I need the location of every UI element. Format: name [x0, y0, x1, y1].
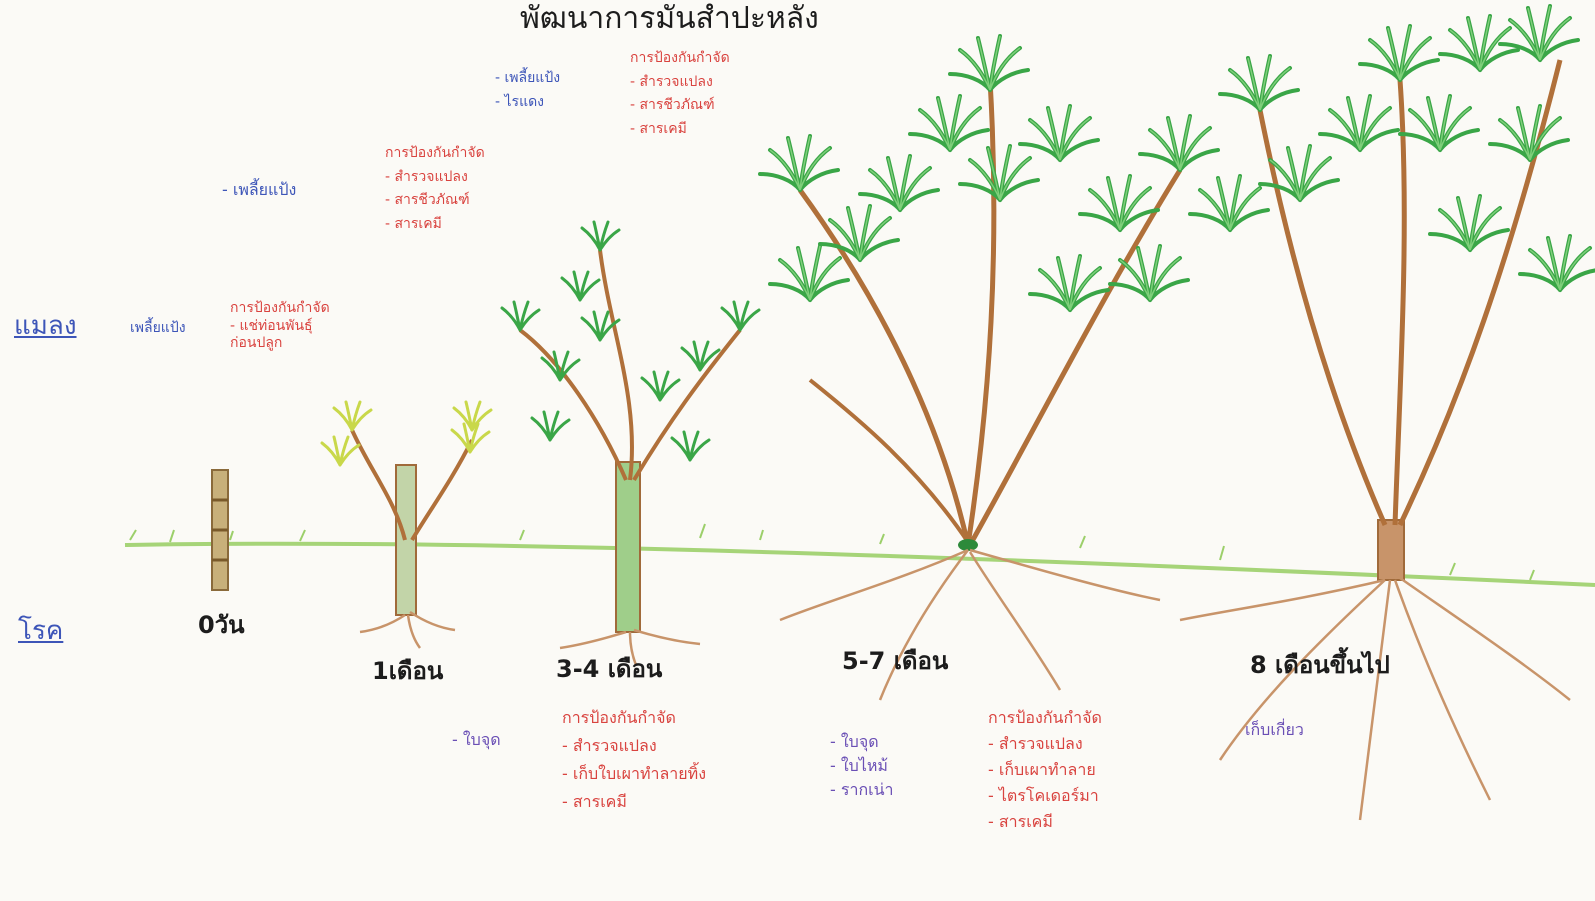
- stage-label-2: 3-4 เดือน: [556, 654, 662, 684]
- stage1-pest-control: การป้องกันกำจัด - สำรวจแปลง - สารชีวภัณฑ…: [385, 145, 485, 233]
- stage1-control-title: การป้องกันกำจัด: [385, 145, 485, 163]
- stage2-dcontrol-title: การป้องกันกำจัด: [562, 708, 706, 728]
- stage0-control-title: การป้องกันกำจัด: [230, 300, 330, 318]
- stage1-pest: - เพลี้ยแป้ง: [222, 180, 296, 200]
- stage2-control-1: - สำรวจแปลง: [630, 74, 730, 92]
- stage-0-cutting: [212, 470, 228, 590]
- stage3-disease-control: การป้องกันกำจัด - สำรวจแปลง - เก็บเผาทำล…: [988, 708, 1102, 832]
- page-title: พัฒนาการมันสำปะหลัง: [520, 0, 819, 38]
- stage3-dcontrol-title: การป้องกันกำจัด: [988, 708, 1102, 728]
- stage3-disease-2: - ใบไหม้: [830, 756, 894, 776]
- stage2-pests: - เพลี้ยแป้ง - ไรแดง: [495, 70, 560, 111]
- stage3-disease-3: - รากเน่า: [830, 780, 894, 800]
- stage0-control-1: - แช่ท่อนพันธุ์: [230, 318, 330, 336]
- stage4-harvest-note: เก็บเกี่ยว: [1245, 720, 1304, 740]
- stage1-control-1: - สำรวจแปลง: [385, 169, 485, 187]
- stage2-dcontrol-3: - สารเคมี: [562, 792, 706, 812]
- stage0-pest-control: การป้องกันกำจัด - แช่ท่อนพันธุ์ ก่อนปลูก: [230, 300, 330, 353]
- stage3-dcontrol-3: - ไตรโคเดอร์มา: [988, 786, 1102, 806]
- stage2-control-title: การป้องกันกำจัด: [630, 50, 730, 68]
- stage2-dcontrol-2: - เก็บใบเผาทำลายทิ้ง: [562, 764, 706, 784]
- stage0-control-2: ก่อนปลูก: [230, 335, 330, 353]
- stage2-pest-2: - ไรแดง: [495, 94, 560, 112]
- stage2-disease-control: การป้องกันกำจัด - สำรวจแปลง - เก็บใบเผาท…: [562, 708, 706, 812]
- ground-line: [125, 544, 1595, 585]
- stage-4-plant: [1180, 6, 1595, 820]
- stage2-disease: - ใบจุด: [452, 730, 501, 750]
- stage2-control-2: - สารชีวภัณฑ์: [630, 97, 730, 115]
- pests-side-label: แมลง: [14, 310, 77, 343]
- stage3-disease-1: - ใบจุด: [830, 732, 894, 752]
- stage-3-plant: [760, 36, 1218, 700]
- stage-2-plant: [502, 222, 759, 665]
- stage3-dcontrol-1: - สำรวจแปลง: [988, 734, 1102, 754]
- stage1-control-3: - สารเคมี: [385, 216, 485, 234]
- stage3-diseases: - ใบจุด - ใบไหม้ - รากเน่า: [830, 732, 894, 800]
- stage-1-plant: [322, 402, 491, 648]
- diseases-side-label: โรค: [18, 615, 63, 648]
- stage2-pest-1: - เพลี้ยแป้ง: [495, 70, 560, 88]
- stage3-dcontrol-4: - สารเคมี: [988, 812, 1102, 832]
- stage-label-3: 5-7 เดือน: [842, 646, 948, 676]
- stage-label-4: 8 เดือนขึ้นไป: [1250, 650, 1390, 680]
- stage2-pest-control: การป้องกันกำจัด - สำรวจแปลง - สารชีวภัณฑ…: [630, 50, 730, 138]
- stage2-dcontrol-1: - สำรวจแปลง: [562, 736, 706, 756]
- stage0-pest: เพลี้ยแป้ง: [130, 320, 186, 338]
- stage-label-1: 1เดือน: [372, 656, 443, 686]
- stage1-control-2: - สารชีวภัณฑ์: [385, 192, 485, 210]
- stage-label-0: 0วัน: [198, 610, 245, 640]
- stage2-control-3: - สารเคมี: [630, 121, 730, 139]
- stage3-dcontrol-2: - เก็บเผาทำลาย: [988, 760, 1102, 780]
